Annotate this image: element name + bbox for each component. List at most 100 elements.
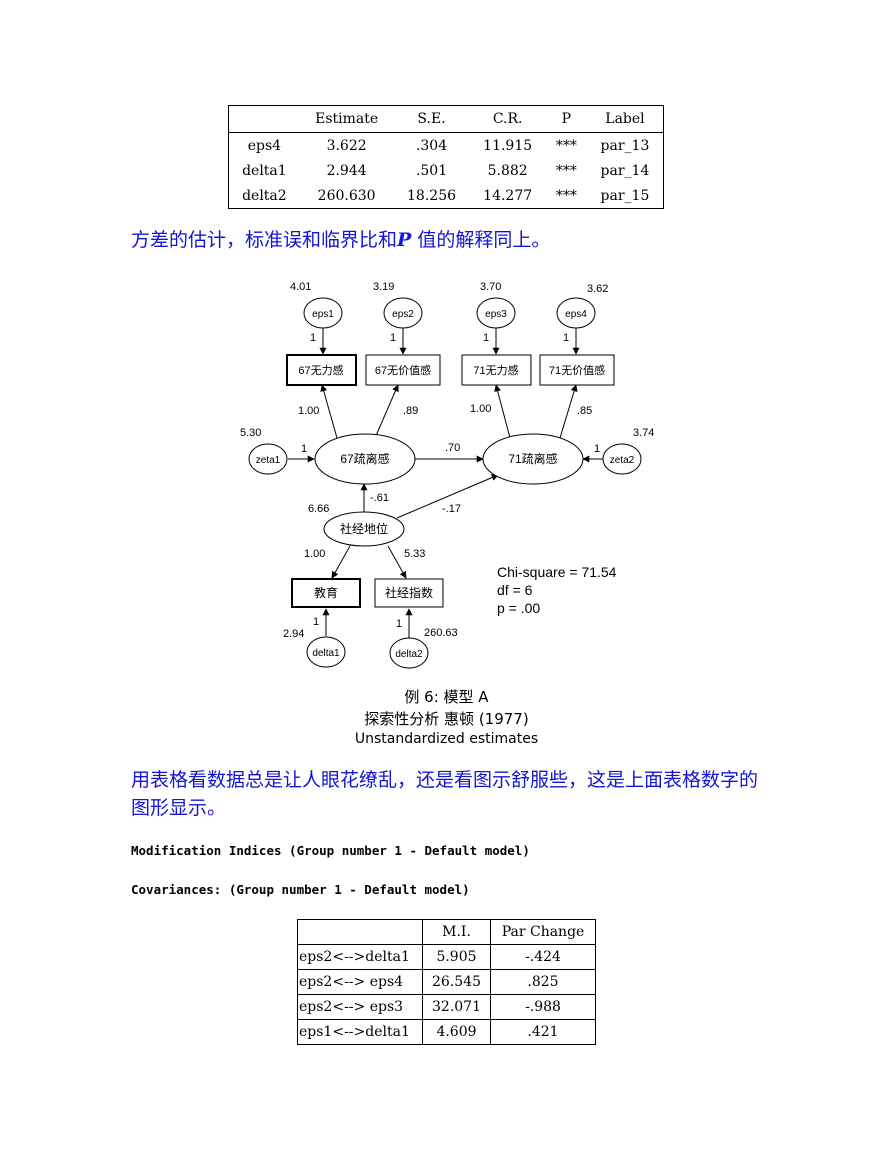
zeta2-path-weight: 1 [594,443,600,455]
table-cell: eps2<--> eps4 [297,969,423,995]
loading-label: 1.00 [304,548,325,560]
table-row: eps2<-->delta1 5.905 -.424 [297,944,596,970]
table-cell: -.988 [490,994,596,1020]
eps2-path-weight: 1 [390,332,396,344]
eps1-path-weight: 1 [310,332,316,344]
zeta2-variance: 3.74 [633,427,654,439]
header-cell [228,105,300,133]
modification-indices-heading: Modification Indices (Group number 1 - D… [131,843,530,858]
eps4-label: eps4 [565,309,587,320]
table-cell: .421 [490,1019,596,1045]
table-row: eps4 3.622 .304 11.915 *** par_13 [229,133,664,159]
observed-label: 教育 [314,585,338,600]
observed-label: 社经指数 [385,585,433,600]
table-cell: eps4 [247,137,282,154]
loading-label: .89 [403,405,418,417]
table-cell: par_14 [600,162,650,179]
table-cell: delta1 [242,162,287,179]
header-cell: S.E. [393,105,470,133]
zeta1-label: zeta1 [256,455,281,466]
zeta1-variance: 5.30 [240,427,261,439]
table-cell: 4.609 [421,1019,492,1045]
header-cell [297,919,423,945]
table-cell: par_15 [600,187,650,204]
observed-label: 67无价值感 [375,364,431,377]
covariances-heading: Covariances: (Group number 1 - Default m… [131,882,470,897]
latent-label: 67疏离感 [340,451,389,466]
delta2-circle [389,637,429,669]
eps3-circle [476,297,516,329]
eps2-circle [383,297,423,329]
eps4-circle [556,297,596,329]
table-cell: eps2<-->delta1 [297,944,423,970]
eps2-label: eps2 [392,309,414,320]
variance-explanation-paragraph: 方差的估计，标准误和临界比和P 值的解释同上。 [131,226,550,254]
table-cell: 5.905 [421,944,492,970]
paragraph-text: 方差的估计，标准误和临界比和 [131,229,398,251]
table-cell: 32.071 [421,994,492,1020]
ses-to-71-coefficient: -.17 [442,503,461,515]
fit-df: df = 6 [497,582,533,598]
table-row: eps1<-->delta1 4.609 .421 [297,1019,596,1045]
table-row: delta2 260.630 18.256 14.277 *** par_15 [229,183,664,209]
eps3-path-weight: 1 [483,332,489,344]
delta2-path-weight: 1 [396,618,402,630]
eps4-variance: 3.62 [587,283,608,295]
header-cell: M.I. [421,919,492,945]
table-cell: 11.915 [483,137,533,154]
table-cell: *** [555,162,577,179]
zeta2-circle [602,443,642,475]
table-cell: eps1<-->delta1 [297,1019,423,1045]
p-value-letter: P [397,229,412,251]
table-cell: 5.882 [487,162,528,179]
fit-p: p = .00 [497,600,540,616]
latent-71-alienation [482,433,584,485]
ses-to-67-coefficient: -.61 [370,492,389,504]
delta2-label: delta2 [395,649,423,660]
header-cell: Estimate [299,105,394,133]
path-67-71-coefficient: .70 [445,442,460,454]
observed-71-worthlessness-box [539,354,615,386]
delta1-label: delta1 [312,648,340,659]
error-paths [288,328,603,638]
table-cell: 3.622 [326,137,367,154]
header-cell: C.R. [469,105,546,133]
eps1-label: eps1 [312,309,334,320]
latent-67-alienation [314,433,416,485]
table-cell: .304 [415,137,448,154]
loading-label: 1.00 [298,405,319,417]
figure-caption-subtitle: 探索性分析 惠顿 (1977) [364,710,529,728]
table-cell: 2.944 [326,162,367,179]
observed-71-powerlessness-box [461,354,532,386]
table-header-row: Estimate S.E. C.R. P Label [228,105,664,133]
sem-path-diagram: eps1 eps2 eps3 eps4 4.01 3.19 3.70 3.62 … [240,281,654,669]
observed-67-worthlessness-box [365,354,441,386]
observed-67-powerlessness-box [286,354,357,386]
observed-ses-index-box [374,578,444,608]
delta2-variance: 260.63 [424,627,458,639]
delta1-variance: 2.94 [283,628,304,640]
table-cell: 260.630 [317,187,376,204]
table-cell: eps2<--> eps3 [297,994,423,1020]
eps3-variance: 3.70 [480,281,501,293]
estimates-table: Estimate S.E. C.R. P Label eps4 3.622 .3… [228,105,664,209]
table-row: eps2<--> eps4 26.545 .825 [297,969,596,995]
modification-indices-table: M.I. Par Change eps2<-->delta1 5.905 -.4… [297,919,596,1045]
table-cell: -.424 [490,944,596,970]
latent-label: 社经地位 [340,521,388,536]
zeta1-path-weight: 1 [301,443,307,455]
table-cell: par_13 [600,137,650,154]
table-cell: .501 [415,162,448,179]
figure-caption-title: 例 6: 模型 A [404,688,489,706]
delta1-circle [306,636,346,668]
diagram-explanation-paragraph: 用表格看数据总是让人眼花缭乱，还是看图示舒服些，这是上面表格数字的图形显示。 [131,769,759,819]
eps1-circle [303,297,343,329]
eps4-path-weight: 1 [563,332,569,344]
observed-label: 71无价值感 [549,364,605,377]
delta1-path-weight: 1 [313,616,319,628]
zeta2-label: zeta2 [610,455,635,466]
observed-education-box [291,578,361,608]
header-cell: Label [586,105,664,133]
table-cell: *** [555,137,577,154]
eps3-label: eps3 [485,309,507,320]
